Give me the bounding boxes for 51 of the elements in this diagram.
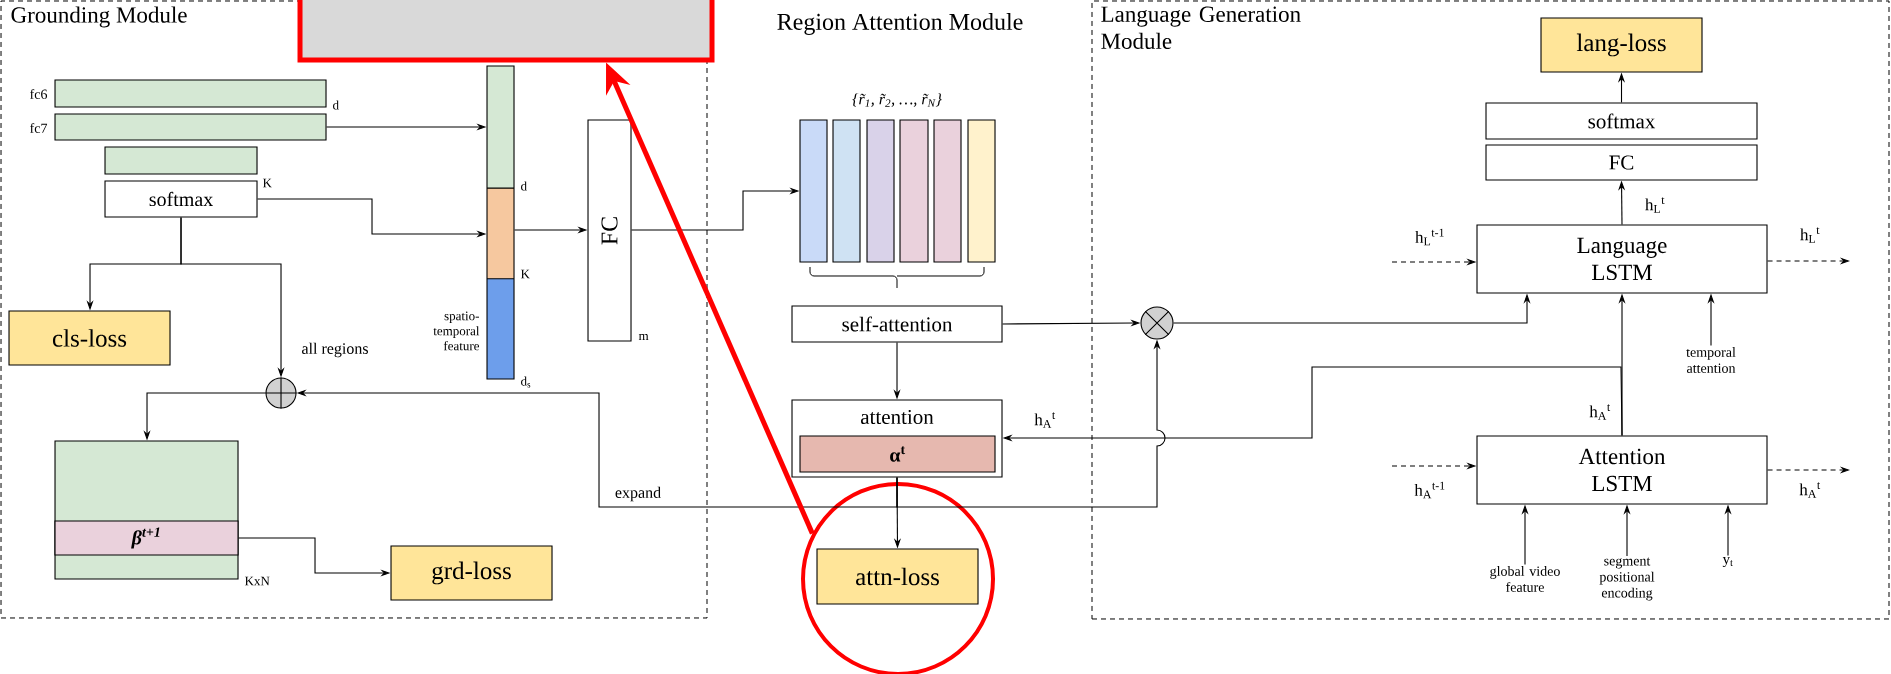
product-circle [1140,306,1174,340]
edge-label: h$_{A}$t [1033,411,1057,429]
edge-label: h$_{A}$t [1798,481,1822,499]
side-label: K [520,269,530,279]
sum-circle [264,376,298,410]
lstm-box: Language LSTM [1476,224,1768,294]
loss-box: lang-loss [1540,17,1703,73]
input-label: segment positional encoding [1599,557,1655,601]
loss-box: attn-loss [816,548,979,605]
side-label: K [262,178,272,188]
input-label: global video feature [1490,566,1560,592]
feature-bar [104,146,258,175]
edge-label: h$_{L}$t-1 [1414,227,1446,247]
lstm-box: Attention LSTM [1476,435,1768,505]
region-bar [933,119,962,263]
layer-box: softmax [1485,102,1758,140]
weight-bar: α$^{t}$ [799,435,996,473]
edge-label: expand [613,485,663,503]
set-label: {r̃$_{1}$, r̃$_{2}$, …, r̃$_{N}$} [852,93,942,107]
layer-box: self-attention [791,305,1003,343]
side-label: KxN [244,576,270,586]
layer-box: softmax [104,180,258,218]
loss-box: grd-loss [390,545,553,601]
edge-label: h$_{L}$t [1798,226,1822,244]
feature-column [486,65,515,380]
edge-label: all regions [300,341,370,359]
side-label: d [521,181,527,191]
module-title: Region Attention Module [777,13,1023,35]
layer-box: FC [587,119,632,342]
edge-label: h$_{A}$t-1 [1413,480,1447,500]
callout-box [297,0,715,63]
loss-box: cls-loss [8,310,171,366]
input-label: temporal attention [1686,347,1736,373]
side-label: m [638,333,649,341]
edge-label: h$_{L}$t [1643,196,1667,214]
region-bar [899,119,929,263]
side-label: d [333,100,339,110]
region-bar [866,119,895,263]
layer-box: FC [1485,144,1758,181]
feature-bar [54,79,327,108]
input-label: y$_{t}$ [1722,556,1733,568]
side-label: fc7 [30,123,48,133]
region-bar [799,119,828,263]
region-bar [832,119,861,263]
matrix-box: β$^{t+1}$ [54,440,239,580]
side-label: spatio-temporal feature [433,311,480,351]
edge-label: h$_{A}$t [1588,403,1612,421]
side-label: fc6 [30,89,48,99]
feature-bar [54,113,327,141]
region-bar [967,119,996,263]
side-label: d$_{s}$ [521,376,531,388]
